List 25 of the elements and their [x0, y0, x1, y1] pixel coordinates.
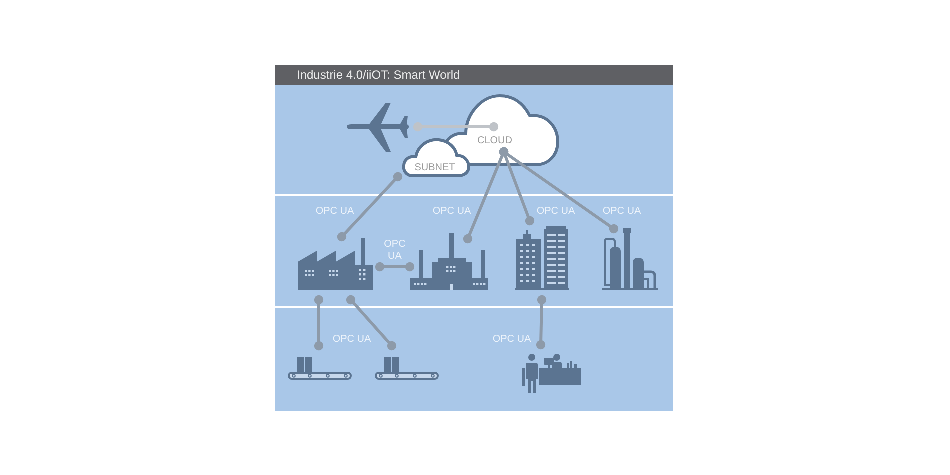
edge-label: OPC UA [316, 206, 354, 218]
connector-line [314, 295, 324, 351]
cloud-label: SUBNET [414, 162, 456, 174]
connector-line [463, 147, 509, 244]
edge-label: OPC UA [432, 206, 472, 218]
conveyor-belt-icon [288, 357, 352, 380]
connector-line [413, 122, 499, 132]
edge-label: OPC UA [492, 334, 532, 346]
connector-line [346, 295, 397, 351]
edge-label: OPC UA [602, 206, 642, 218]
connector-line [536, 295, 547, 350]
edge-label: OPC UA [332, 334, 372, 346]
connector-line [499, 147, 619, 234]
edge-label: OPC UA [383, 239, 407, 263]
office-buildings-icon [515, 225, 569, 290]
people-at-desk-icon [522, 353, 581, 393]
diagram-title: Industrie 4.0/iiOT: Smart World [297, 68, 460, 82]
connector-line [375, 262, 415, 272]
connector-line [337, 172, 403, 242]
edge-label: OPC UA [536, 206, 576, 218]
cloud-label: CLOUD [478, 136, 512, 146]
refinery-icon [602, 227, 658, 290]
factory-icon [298, 238, 373, 290]
conveyor-belt-icon [375, 357, 439, 380]
airplane-icon [345, 102, 411, 153]
